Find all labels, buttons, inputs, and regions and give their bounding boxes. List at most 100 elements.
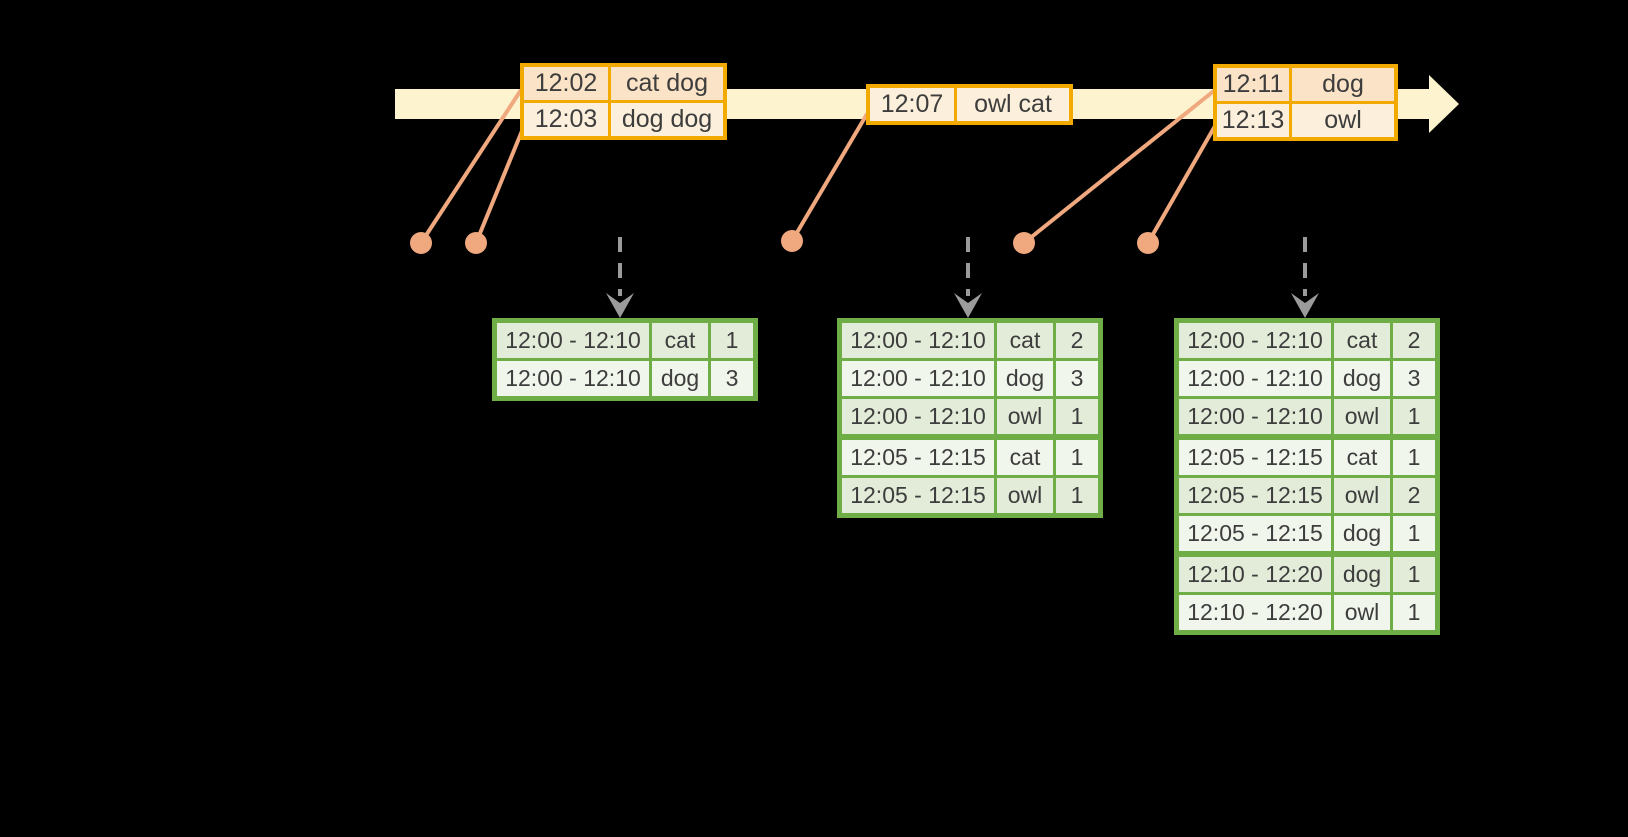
- word-cell: cat: [997, 440, 1053, 475]
- result-row: 12:05 - 12:15 cat 1: [1179, 440, 1435, 475]
- count-cell: 1: [1393, 557, 1435, 592]
- event-dot: [781, 230, 803, 252]
- word-cell: cat: [652, 323, 708, 358]
- window-cell: 12:00 - 12:10: [497, 361, 649, 396]
- word-cell: cat: [1334, 440, 1390, 475]
- window-group: 12:10 - 12:20 dog 1 12:10 - 12:20 owl 1: [1179, 557, 1435, 630]
- event-table-3: 12:11 dog 12:13 owl: [1213, 64, 1398, 141]
- result-row: 12:00 - 12:10 dog 3: [842, 361, 1098, 396]
- result-row: 12:05 - 12:15 owl 2: [1179, 478, 1435, 513]
- event-connector-line: [1022, 88, 1217, 245]
- result-row: 12:00 - 12:10 owl 1: [842, 399, 1098, 434]
- count-cell: 1: [1056, 440, 1098, 475]
- count-cell: 1: [1056, 399, 1098, 434]
- event-time-cell: 12:02: [524, 67, 608, 100]
- event-row: 12:11 dog: [1217, 68, 1394, 101]
- count-cell: 3: [1393, 361, 1435, 396]
- event-time-cell: 12:07: [870, 88, 954, 121]
- window-cell: 12:05 - 12:15: [1179, 478, 1331, 513]
- window-group: 12:00 - 12:10 cat 2 12:00 - 12:10 dog 3 …: [1179, 323, 1435, 434]
- result-row: 12:05 - 12:15 owl 1: [842, 478, 1098, 513]
- word-cell: dog: [652, 361, 708, 396]
- window-cell: 12:10 - 12:20: [1179, 557, 1331, 592]
- window-cell: 12:05 - 12:15: [1179, 516, 1331, 551]
- count-cell: 2: [1056, 323, 1098, 358]
- trigger-arrowhead-icon: [1291, 293, 1319, 318]
- event-dot: [465, 232, 487, 254]
- event-row: 12:02 cat dog: [524, 67, 723, 100]
- result-row: 12:00 - 12:10 cat 2: [842, 323, 1098, 358]
- result-table-3: 12:00 - 12:10 cat 2 12:00 - 12:10 dog 3 …: [1174, 318, 1440, 635]
- window-group: 12:05 - 12:15 cat 1 12:05 - 12:15 owl 1: [842, 440, 1098, 513]
- event-words-cell: owl: [1292, 104, 1394, 137]
- window-cell: 12:05 - 12:15: [842, 440, 994, 475]
- window-cell: 12:00 - 12:10: [842, 399, 994, 434]
- window-cell: 12:00 - 12:10: [1179, 323, 1331, 358]
- result-row: 12:05 - 12:15 dog 1: [1179, 516, 1435, 551]
- count-cell: 1: [1393, 440, 1435, 475]
- window-cell: 12:10 - 12:20: [1179, 595, 1331, 630]
- event-time-cell: 12:03: [524, 103, 608, 136]
- window-cell: 12:00 - 12:10: [1179, 361, 1331, 396]
- event-dot: [1013, 232, 1035, 254]
- event-words-cell: dog: [1292, 68, 1394, 101]
- word-cell: owl: [1334, 399, 1390, 434]
- count-cell: 2: [1393, 323, 1435, 358]
- window-cell: 12:00 - 12:10: [842, 323, 994, 358]
- result-row: 12:00 - 12:10 dog 3: [1179, 361, 1435, 396]
- count-cell: 1: [1393, 595, 1435, 630]
- event-connector-line: [1146, 125, 1217, 244]
- count-cell: 2: [1393, 478, 1435, 513]
- count-cell: 3: [1056, 361, 1098, 396]
- result-row: 12:10 - 12:20 dog 1: [1179, 557, 1435, 592]
- trigger-arrowhead-icon: [954, 293, 982, 318]
- event-row: 12:07 owl cat: [870, 88, 1069, 121]
- event-time-cell: 12:13: [1217, 104, 1289, 137]
- word-cell: dog: [1334, 516, 1390, 551]
- event-row: 12:03 dog dog: [524, 103, 723, 136]
- word-cell: owl: [997, 478, 1053, 513]
- count-cell: 1: [711, 323, 753, 358]
- window-cell: 12:05 - 12:15: [1179, 440, 1331, 475]
- result-row: 12:00 - 12:10 cat 1: [497, 323, 753, 358]
- count-cell: 1: [1393, 399, 1435, 434]
- event-words-cell: dog dog: [611, 103, 723, 136]
- result-row: 12:00 - 12:10 dog 3: [497, 361, 753, 396]
- word-cell: cat: [997, 323, 1053, 358]
- event-connector-line: [474, 125, 526, 244]
- word-cell: dog: [1334, 557, 1390, 592]
- window-group: 12:00 - 12:10 cat 2 12:00 - 12:10 dog 3 …: [842, 323, 1098, 434]
- result-row: 12:00 - 12:10 owl 1: [1179, 399, 1435, 434]
- event-row: 12:13 owl: [1217, 104, 1394, 137]
- word-cell: owl: [1334, 478, 1390, 513]
- count-cell: 1: [1393, 516, 1435, 551]
- trigger-arrowhead-icon: [606, 293, 634, 318]
- word-cell: cat: [1334, 323, 1390, 358]
- event-words-cell: owl cat: [957, 88, 1069, 121]
- event-words-cell: cat dog: [611, 67, 723, 100]
- window-cell: 12:00 - 12:10: [1179, 399, 1331, 434]
- event-dot: [1137, 232, 1159, 254]
- count-cell: 1: [1056, 478, 1098, 513]
- result-table-1: 12:00 - 12:10 cat 1 12:00 - 12:10 dog 3: [492, 318, 758, 401]
- word-cell: owl: [1334, 595, 1390, 630]
- timeline-arrowhead-icon: [1429, 75, 1459, 133]
- window-cell: 12:00 - 12:10: [497, 323, 649, 358]
- result-table-2: 12:00 - 12:10 cat 2 12:00 - 12:10 dog 3 …: [837, 318, 1103, 518]
- event-table-1: 12:02 cat dog 12:03 dog dog: [520, 63, 727, 140]
- window-group: 12:05 - 12:15 cat 1 12:05 - 12:15 owl 2 …: [1179, 440, 1435, 551]
- event-connector-line: [790, 112, 869, 243]
- count-cell: 3: [711, 361, 753, 396]
- result-row: 12:00 - 12:10 cat 2: [1179, 323, 1435, 358]
- result-row: 12:10 - 12:20 owl 1: [1179, 595, 1435, 630]
- event-table-2: 12:07 owl cat: [866, 84, 1073, 125]
- window-group: 12:00 - 12:10 cat 1 12:00 - 12:10 dog 3: [497, 323, 753, 396]
- word-cell: dog: [1334, 361, 1390, 396]
- word-cell: owl: [997, 399, 1053, 434]
- word-cell: dog: [997, 361, 1053, 396]
- event-time-cell: 12:11: [1217, 68, 1289, 101]
- window-cell: 12:00 - 12:10: [842, 361, 994, 396]
- result-row: 12:05 - 12:15 cat 1: [842, 440, 1098, 475]
